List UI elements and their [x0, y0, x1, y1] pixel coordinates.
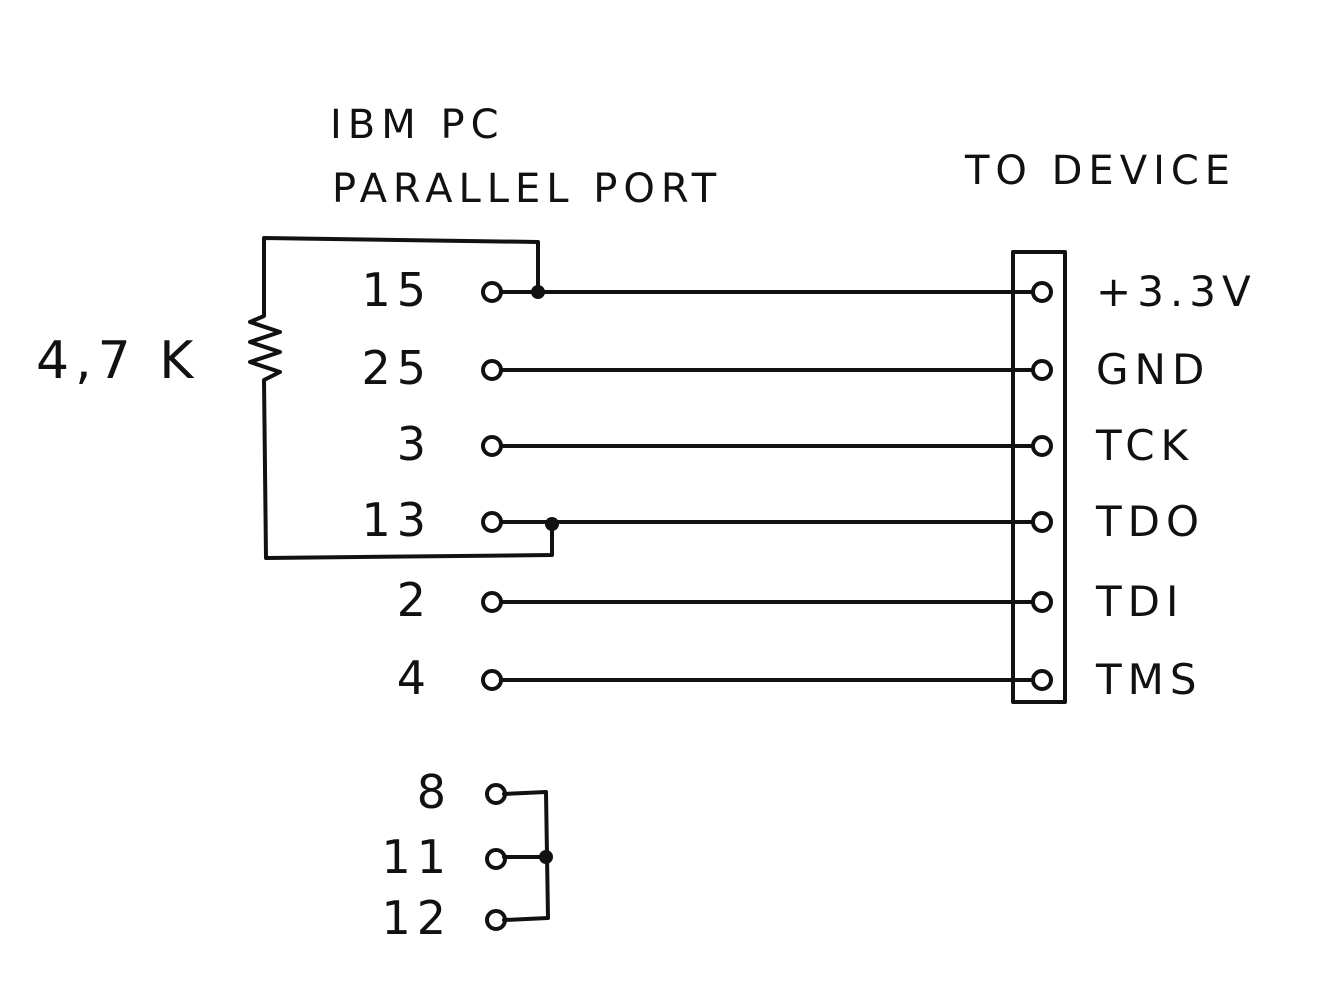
port-pin-terminal — [481, 435, 503, 457]
signal-label: TDI — [1095, 577, 1184, 626]
jumper-junction-dot — [539, 850, 553, 864]
jumper-pin-terminal — [485, 848, 507, 870]
device-pin-terminal — [1031, 281, 1053, 303]
pin-number: 3 — [397, 417, 432, 471]
signal-label: +3.3V — [1096, 267, 1257, 316]
device-pin-terminal — [1031, 669, 1053, 691]
heading-parallel-port: PARALLEL PORT — [332, 166, 722, 212]
heading-ibm-pc: IBM PC — [330, 102, 505, 148]
pin-number: 4 — [397, 651, 432, 705]
port-pin-terminal — [481, 591, 503, 613]
port-pin-terminal — [481, 359, 503, 381]
pullup-resistor-loop — [248, 236, 554, 560]
pin13-junction-dot — [545, 517, 559, 531]
jumper-pin-number: 11 — [381, 830, 452, 884]
resistor-label: 4,7 K — [36, 331, 199, 391]
signal-label: GND — [1096, 345, 1210, 394]
connection-row: 13 TDO — [361, 493, 1205, 547]
port-pin-terminal — [481, 281, 503, 303]
connection-row: 25 GND — [361, 341, 1210, 395]
connection-row: 4 TMS — [397, 651, 1203, 705]
pin-number: 2 — [397, 573, 432, 627]
jumper-pin-number: 8 — [417, 765, 452, 819]
port-pin-terminal — [481, 511, 503, 533]
heading-to-device: TO DEVICE — [964, 148, 1236, 194]
pin-number: 13 — [361, 493, 432, 547]
device-pin-terminal — [1031, 435, 1053, 457]
jumper-pin-row: 11 — [381, 830, 507, 884]
jumper-group: 8 11 12 — [381, 765, 507, 945]
device-pin-terminal — [1031, 359, 1053, 381]
jumper-pin-row: 8 — [417, 765, 507, 819]
device-pin-terminal — [1031, 591, 1053, 613]
device-connector — [1011, 250, 1067, 704]
connection-row: 2 TDI — [397, 573, 1184, 627]
device-pin-terminal — [1031, 511, 1053, 533]
pin-number: 15 — [361, 263, 432, 317]
connection-row: 15 +3.3V — [361, 263, 1257, 317]
signal-label: TDO — [1095, 497, 1205, 546]
connection-row: 3 TCK — [397, 417, 1194, 471]
pin-number: 25 — [361, 341, 432, 395]
signal-label: TMS — [1095, 655, 1203, 704]
jumper-pin-row: 12 — [381, 891, 507, 945]
signal-label: TCK — [1095, 421, 1194, 470]
pin15-junction-dot — [531, 285, 545, 299]
jumper-pin-number: 12 — [381, 891, 452, 945]
connection-rows: 15 +3.3V 25 GND 3 TCK 13 TDO 2 TDI 4 TMS — [361, 263, 1257, 705]
port-pin-terminal — [481, 669, 503, 691]
